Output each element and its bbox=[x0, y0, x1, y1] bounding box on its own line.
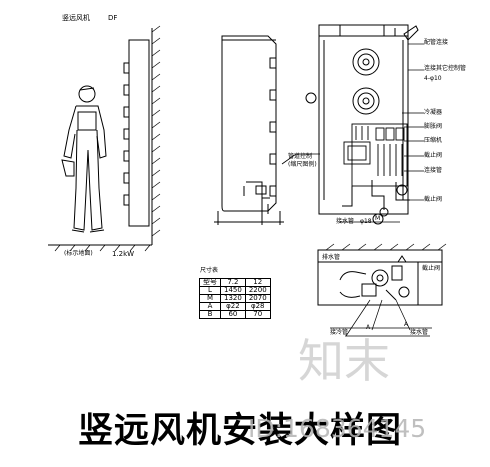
fan-upper bbox=[352, 48, 380, 76]
right-label-1: 连接其它控制管 bbox=[424, 65, 467, 72]
detail-label-0: 排水管 bbox=[322, 254, 341, 261]
detail-valves bbox=[339, 255, 410, 301]
bottom-label-0: 接水管 bbox=[336, 218, 355, 225]
size-table: 型号 7.2 12 L 1450 2200 M 1320 2070 A φ22 … bbox=[199, 278, 271, 319]
detail-label-1: 截止阀 bbox=[422, 265, 441, 272]
right-label-2: 4-φ10 bbox=[424, 75, 442, 82]
right-label-7: 连接管 bbox=[424, 167, 443, 174]
wall-unit-side bbox=[128, 39, 150, 227]
unit-vents bbox=[123, 62, 130, 206]
right-label-5: 压缩机 bbox=[424, 137, 443, 144]
person-caption: (标示地面) bbox=[64, 250, 93, 257]
front-unit-vents bbox=[269, 57, 277, 197]
front-unit-outline bbox=[221, 35, 277, 212]
model-code-label: DF bbox=[108, 14, 118, 22]
fan-lower bbox=[352, 87, 380, 115]
size-table-cell: B bbox=[199, 310, 221, 319]
watermark-id: ID:168364145 bbox=[248, 414, 427, 443]
worker-figure bbox=[61, 85, 107, 233]
right-label-4: 膨胀阀 bbox=[424, 123, 443, 130]
right-label-8: 截止阀 bbox=[424, 196, 443, 203]
detail-label-3: 接冷管 bbox=[330, 329, 349, 336]
size-table-cell: 60 bbox=[220, 310, 246, 319]
detail-label-2: A bbox=[366, 324, 371, 331]
watermark-logo-text: 知末 bbox=[298, 334, 390, 388]
detail-label-4: A bbox=[404, 321, 409, 328]
coil-bank bbox=[343, 123, 408, 187]
size-table-title: 尺寸表 bbox=[200, 267, 219, 274]
right-label-6: 截止阀 bbox=[424, 152, 443, 159]
wall-hatching bbox=[151, 25, 161, 237]
right-leaders bbox=[402, 43, 424, 201]
size-table-row: B 60 70 bbox=[199, 310, 271, 319]
right-label-0: 配管连接 bbox=[424, 39, 449, 46]
unit-name-label: 竖远风机 bbox=[62, 14, 90, 22]
drawing-title: 竖远风机安装大样图 bbox=[78, 410, 403, 451]
side-callout-label: 管道控制 (缩尺图例) bbox=[288, 153, 317, 168]
bottom-label-1: φ18 bbox=[360, 218, 372, 225]
detail-label-5: 接水管 bbox=[410, 329, 429, 336]
bottom-label-2: M bbox=[375, 215, 381, 222]
right-label-3: 冷凝器 bbox=[424, 109, 443, 116]
size-table-cell: 70 bbox=[244, 310, 271, 319]
power-rating-label: 1.2kW bbox=[112, 250, 135, 258]
